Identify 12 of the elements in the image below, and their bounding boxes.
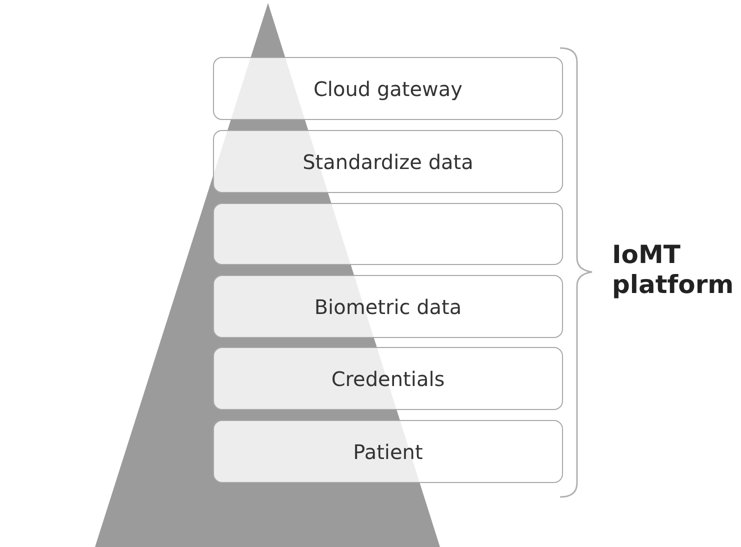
- layer-box: [213, 420, 563, 483]
- layer-box: [213, 347, 563, 410]
- layer-label: Patient: [353, 440, 423, 464]
- layer-label: Standardize data: [302, 150, 474, 174]
- layer-label: Biometric data: [314, 294, 462, 318]
- layer-box: [213, 57, 563, 120]
- layer-box: [213, 275, 563, 338]
- bracket-label: IoMT platform: [612, 240, 735, 300]
- layer-label: Cloud gateway: [313, 76, 463, 100]
- empty-box: [213, 203, 563, 265]
- layer-box: [213, 130, 563, 193]
- layer-label: Credentials: [331, 366, 445, 390]
